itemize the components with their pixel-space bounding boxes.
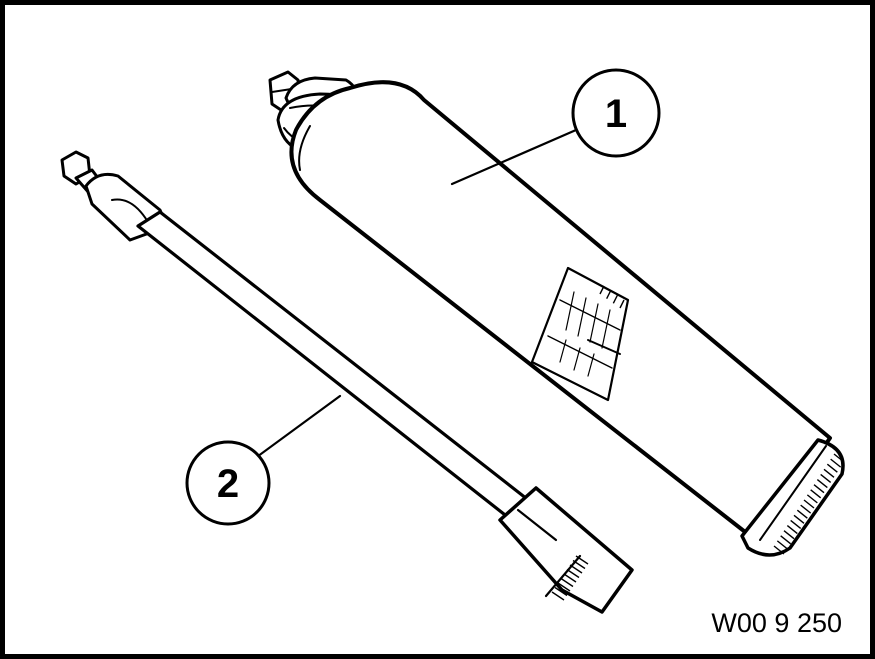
knurl-line bbox=[563, 573, 577, 583]
knurl-line bbox=[803, 499, 815, 509]
knurl-line bbox=[830, 458, 842, 468]
knurl-line bbox=[773, 545, 785, 555]
callout-label-1: 1 bbox=[605, 92, 627, 136]
cylinder-tool-icon bbox=[268, 70, 845, 557]
cylinder-knurled-end bbox=[740, 438, 845, 557]
scale-label bbox=[530, 266, 630, 402]
knurl-line bbox=[793, 514, 805, 524]
knurl-line bbox=[806, 494, 818, 504]
knurl-line bbox=[826, 463, 838, 473]
knurl-line bbox=[619, 299, 625, 309]
knurl-line bbox=[612, 295, 618, 304]
knurl-line bbox=[816, 479, 828, 489]
callout-label-2: 2 bbox=[217, 462, 239, 506]
figure-number: W00 9 250 bbox=[711, 608, 842, 638]
knurl-line bbox=[823, 468, 835, 478]
knurl-line bbox=[551, 591, 565, 601]
leader-line-1 bbox=[450, 128, 578, 186]
callout-2: 2 bbox=[185, 394, 342, 526]
knurl-line bbox=[796, 509, 808, 519]
extension-socket bbox=[498, 486, 634, 614]
knurl-line bbox=[557, 582, 571, 592]
knurl-line bbox=[566, 568, 580, 579]
knurl-line bbox=[572, 559, 586, 570]
knurl-line bbox=[569, 564, 583, 574]
knurl-line bbox=[833, 453, 845, 463]
knurl-line bbox=[776, 540, 788, 550]
knurl-line bbox=[783, 530, 795, 540]
knurl-line bbox=[813, 484, 825, 494]
callout-1: 1 bbox=[450, 68, 661, 186]
extension-bar-icon bbox=[60, 150, 634, 614]
knurl-line bbox=[810, 489, 822, 499]
callout-circle-1 bbox=[571, 68, 661, 158]
knurl-line bbox=[575, 555, 589, 565]
knurl-line bbox=[606, 290, 612, 299]
knurl-line bbox=[599, 285, 605, 295]
knurl-line bbox=[560, 577, 574, 588]
knurl-line bbox=[554, 586, 568, 597]
knurl-line bbox=[790, 519, 802, 529]
knurl-line bbox=[800, 504, 812, 514]
leader-line-2 bbox=[248, 394, 342, 464]
callout-circle-2 bbox=[185, 440, 271, 526]
knurl-line bbox=[820, 473, 832, 483]
knurl-line bbox=[780, 535, 792, 545]
extension-knurl bbox=[551, 555, 589, 601]
knurl-line bbox=[786, 525, 798, 535]
